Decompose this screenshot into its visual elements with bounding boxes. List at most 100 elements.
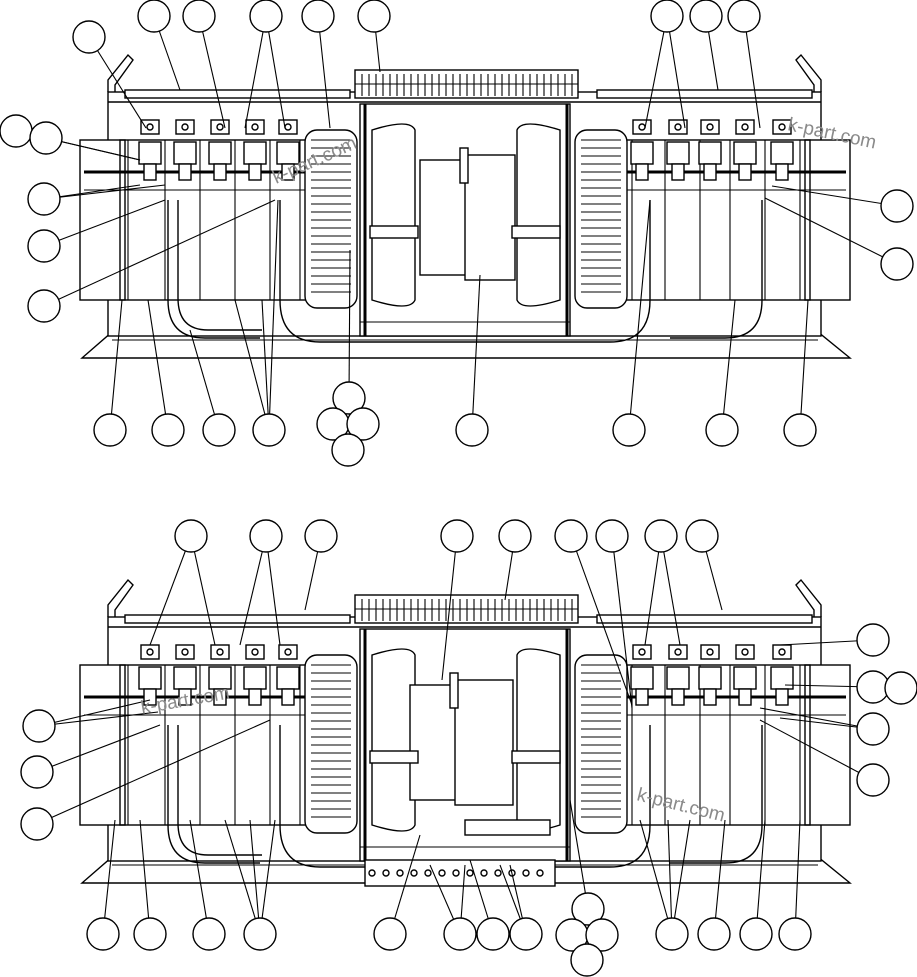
cable-loop-left-inner [177, 725, 262, 856]
terminal-clamp [175, 119, 195, 135]
leader-line [249, 819, 261, 935]
terminal-clamp [700, 644, 720, 660]
fan-bracket-right [511, 225, 561, 239]
leader-line [265, 535, 281, 646]
leader-line [570, 535, 633, 706]
callout-balloon [301, 0, 335, 33]
callout-balloon [373, 917, 407, 951]
fuse-body [738, 163, 752, 181]
fuse-body [635, 163, 649, 181]
terminal-bolt [741, 648, 749, 656]
fuse-body [143, 163, 157, 181]
cable-loop-center [279, 200, 651, 343]
callout-balloon [249, 0, 283, 33]
terminal-bolt [216, 648, 224, 656]
terminal-clamp [735, 119, 755, 135]
callout-balloon [20, 807, 54, 841]
lifting-arm-left [107, 53, 134, 92]
leader-line [644, 15, 668, 129]
leader-line [224, 819, 261, 935]
leader-line [671, 819, 691, 935]
fuse-holder [770, 666, 794, 690]
side-panel-left [79, 139, 126, 301]
fuse-holder [208, 141, 232, 165]
terminal-clamp [140, 119, 160, 135]
terminal-clamp [772, 119, 792, 135]
callout-balloon [137, 0, 171, 33]
side-panel-right [804, 664, 851, 826]
leader-line [639, 819, 673, 935]
leader-line [759, 707, 874, 730]
rail-terminal [438, 869, 446, 877]
fuse-holder [276, 666, 300, 690]
fuse-body [178, 688, 192, 706]
fuse-holder [698, 666, 722, 690]
fan-guard-left [304, 654, 358, 834]
callout-balloon [644, 519, 678, 553]
motor-terminal [449, 672, 459, 709]
leader-line [189, 819, 210, 935]
fuse-holder [666, 666, 690, 690]
leader-line [109, 299, 123, 431]
top-cover-left [124, 614, 351, 624]
callout-balloon [304, 519, 338, 553]
leader-line [244, 15, 267, 129]
terminal-clamp [175, 644, 195, 660]
callout-balloon [856, 763, 890, 797]
fuse-body [213, 688, 227, 706]
callout-balloon [570, 943, 604, 977]
rail-terminal [368, 869, 376, 877]
leader-line [198, 15, 226, 129]
terminal-bolt [706, 648, 714, 656]
motor-core [454, 679, 514, 806]
fuse-holder [733, 141, 757, 165]
callout-balloon [705, 413, 739, 447]
leader-line [611, 535, 633, 709]
lifting-arm-right [795, 578, 822, 617]
rail-terminal [522, 869, 530, 877]
leader-line [265, 15, 286, 129]
callout-balloon [29, 121, 63, 155]
leader-line [666, 15, 686, 129]
leader-line [38, 699, 151, 727]
callout-balloon [249, 519, 283, 553]
callout-balloon [856, 670, 890, 704]
leader-line [36, 724, 161, 773]
leader-line [102, 819, 116, 935]
terminal-bolt [674, 648, 682, 656]
callout-balloon [884, 671, 917, 705]
callout-balloon [571, 892, 605, 926]
leader-line [190, 535, 216, 646]
terminal-clamp [632, 119, 652, 135]
leader-line [317, 15, 331, 129]
fuse-body [213, 163, 227, 181]
fuse-holder [173, 666, 197, 690]
fuse-holder [138, 141, 162, 165]
motor-terminal [459, 147, 469, 184]
leader-line [36, 719, 271, 825]
terminal-bolt [778, 648, 786, 656]
terminal-bolt [706, 123, 714, 131]
cable-loop-right [670, 200, 763, 339]
leader-line [43, 199, 166, 247]
callout-balloon [22, 709, 56, 743]
terminal-clamp [210, 644, 230, 660]
terminal-bolt [251, 123, 259, 131]
leader-line [569, 799, 589, 910]
fuse-body [178, 163, 192, 181]
fuse-holder [630, 141, 654, 165]
fuse-body [703, 688, 717, 706]
callout-balloon [443, 917, 477, 951]
leader-line [667, 819, 673, 935]
top-cover-right [596, 89, 813, 99]
fuse-body [738, 688, 752, 706]
rail-terminal [382, 869, 390, 877]
callout-balloon [20, 755, 54, 789]
bottom-assembly-view [79, 578, 852, 887]
terminal-bolt [216, 123, 224, 131]
leader-line [43, 184, 166, 200]
callout-balloon [72, 20, 106, 54]
fan-guard-right [574, 129, 628, 309]
fuse-holder [243, 666, 267, 690]
